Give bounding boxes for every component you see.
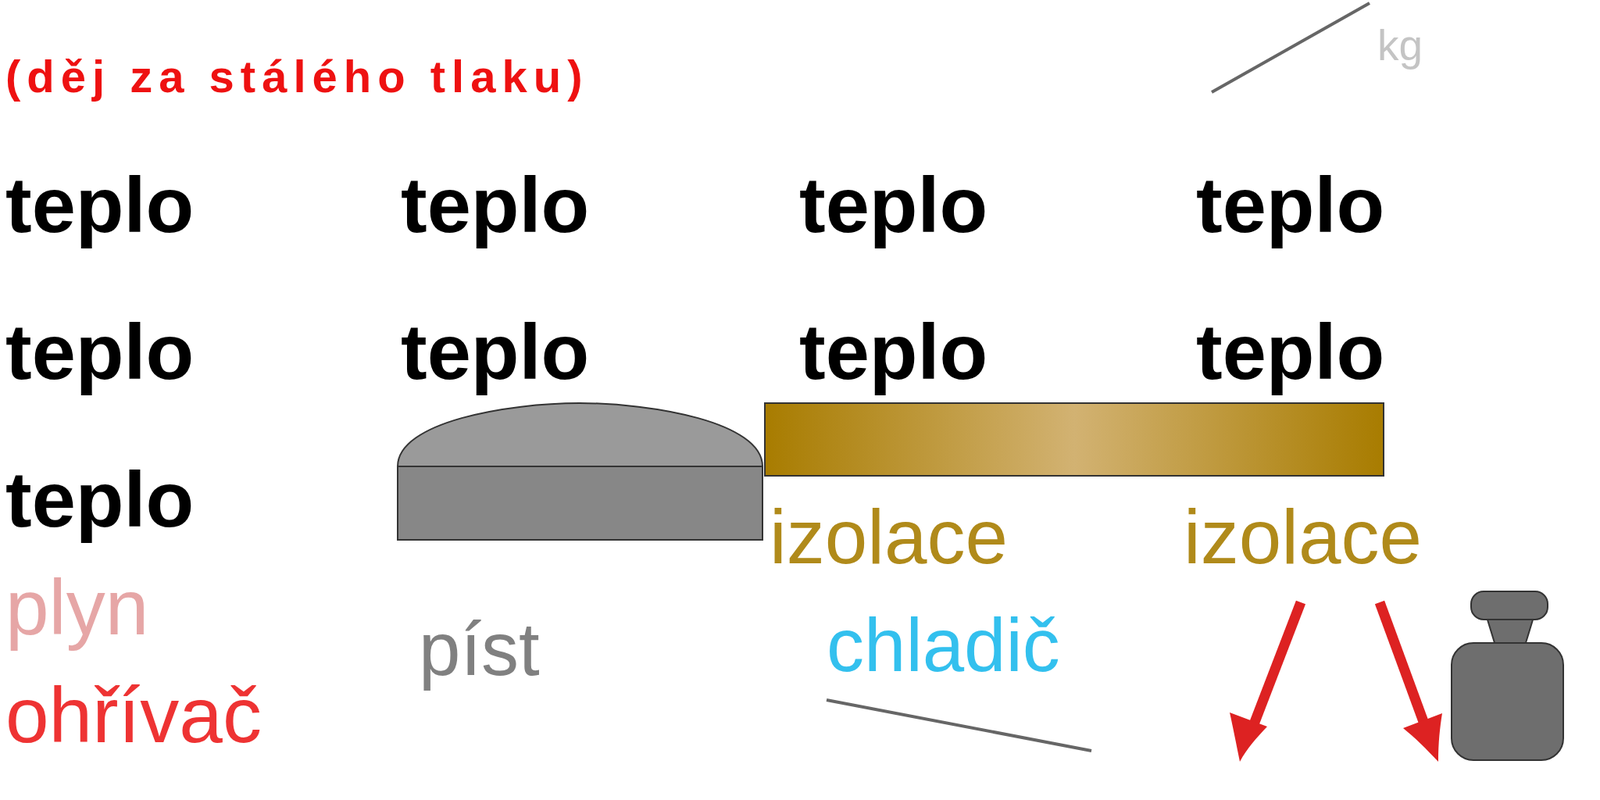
heat-label: teplo — [400, 312, 590, 392]
leader-line — [826, 700, 1092, 751]
unit-label: kg — [1377, 24, 1423, 68]
heat-label: teplo — [400, 165, 590, 245]
heater-label: ohřívač — [5, 675, 262, 754]
piston-body — [397, 466, 763, 540]
heat-label: teplo — [5, 165, 194, 245]
insulation-label: izolace — [1183, 498, 1422, 575]
title: (děj za stálého tlaku) — [5, 53, 589, 100]
insulation-label: izolace — [769, 498, 1008, 575]
piston-label: píst — [418, 611, 540, 687]
weight-symbol — [1451, 591, 1564, 761]
heat-label: teplo — [1196, 312, 1385, 392]
gas-label: plyn — [5, 567, 149, 647]
heat-label: teplo — [799, 312, 988, 392]
heat-label: teplo — [5, 312, 194, 392]
cooler-label: chladič — [826, 607, 1061, 683]
piston-dome — [397, 403, 763, 467]
insulation-bar — [764, 403, 1384, 476]
heat-label: teplo — [799, 165, 988, 245]
leader-line — [1211, 3, 1370, 93]
heat-label: teplo — [5, 460, 194, 540]
force-arrows — [1229, 602, 1443, 762]
heat-label: teplo — [1196, 165, 1385, 245]
